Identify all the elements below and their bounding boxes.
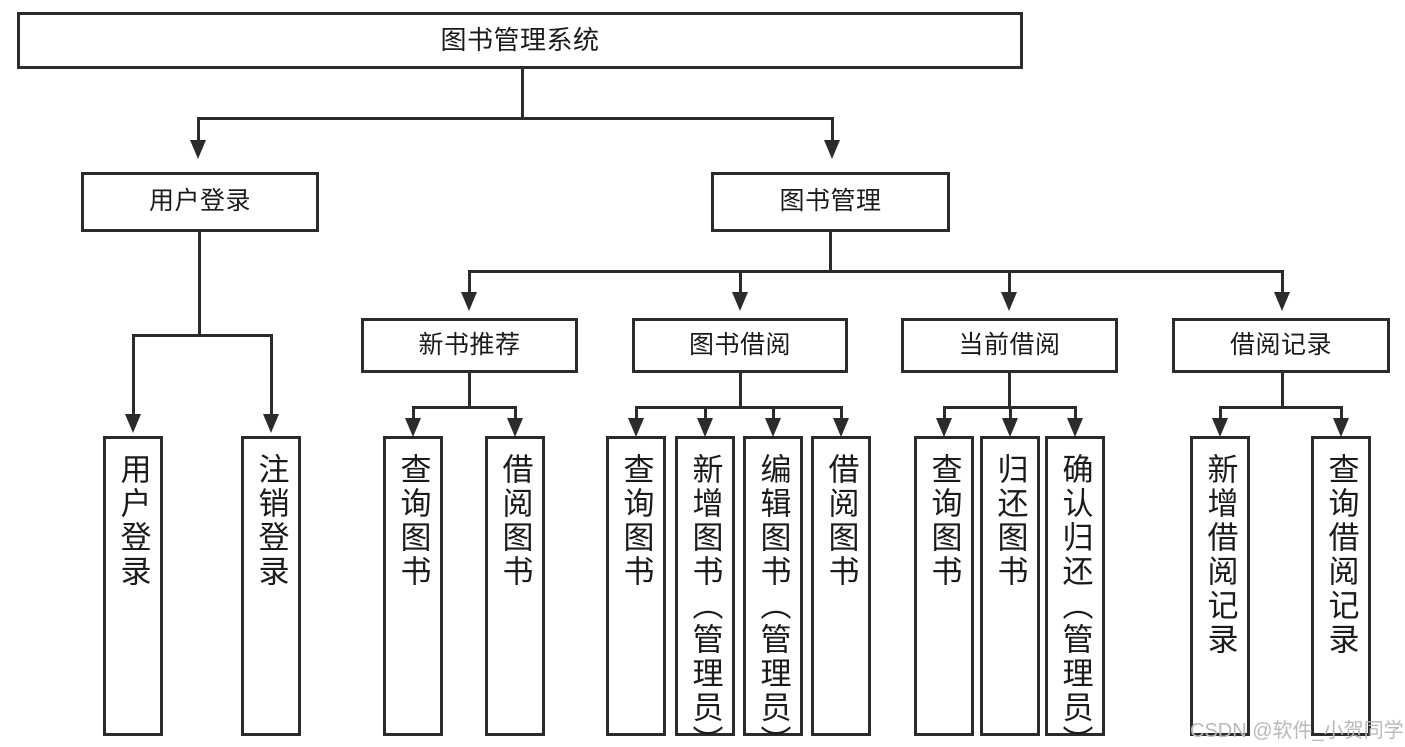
- connector-book-borrow-bar: [635, 406, 843, 409]
- leaf-query-borrow-record[interactable]: 查询借阅记录: [1311, 436, 1371, 736]
- node-label: 借阅记录: [1229, 330, 1332, 359]
- connector-level2-bar: [197, 117, 834, 120]
- node-root-system[interactable]: 图书管理系统: [17, 12, 1023, 69]
- connector-borrow-record-drop-2: [1340, 406, 1343, 420]
- arrow-to-leaf-edit-book: [765, 418, 781, 437]
- connector-level2-right-drop: [831, 117, 834, 142]
- node-label: 当前借阅: [958, 330, 1061, 359]
- connector-level3-drop-1: [468, 270, 471, 294]
- connector-book-borrow-drop-3: [772, 406, 775, 420]
- node-new-book-recommend[interactable]: 新书推荐: [361, 318, 578, 373]
- connector-borrow-record-drop-1: [1219, 406, 1222, 420]
- leaf-borrow-book[interactable]: 借阅图书: [811, 436, 871, 736]
- connector-level3-drop-2: [739, 270, 742, 294]
- leaf-query-book-borrow[interactable]: 查询图书: [606, 436, 666, 736]
- arrow-to-leaf-query-record: [1333, 418, 1349, 437]
- arrow-to-leaf-user-login: [125, 414, 141, 433]
- node-book-management[interactable]: 图书管理: [711, 172, 950, 232]
- arrow-to-leaf-confirm-return: [1067, 418, 1083, 437]
- node-label: 借阅图书: [823, 453, 859, 589]
- node-label: 确认归还（管理员）: [1057, 453, 1093, 747]
- node-label: 注销登录: [253, 453, 289, 589]
- connector-current-borrow-drop: [1008, 373, 1011, 408]
- arrow-to-leaf-borrow-book-1: [507, 418, 523, 437]
- connector-level3-drop-4: [1281, 270, 1284, 294]
- connector-new-book-bar: [412, 406, 517, 409]
- node-user-login[interactable]: 用户登录: [81, 172, 319, 232]
- node-label: 借阅图书: [497, 453, 533, 589]
- leaf-logout[interactable]: 注销登录: [241, 436, 301, 736]
- leaf-borrow-book-recommend[interactable]: 借阅图书: [485, 436, 545, 736]
- node-label: 编辑图书（管理员）: [755, 453, 791, 747]
- node-current-borrow[interactable]: 当前借阅: [901, 318, 1118, 373]
- arrow-to-user-login: [190, 140, 206, 159]
- node-label: 用户登录: [115, 453, 151, 589]
- node-label: 新书推荐: [418, 330, 521, 359]
- connector-user-login-left-drop: [132, 334, 135, 416]
- arrow-to-current-borrow: [1001, 292, 1017, 311]
- connector-new-book-drop: [468, 373, 471, 408]
- arrow-to-new-book-recommend: [461, 292, 477, 311]
- node-label: 归还图书: [992, 453, 1028, 589]
- connector-book-borrow-drop-4: [840, 406, 843, 420]
- connector-new-book-drop-1: [412, 406, 415, 420]
- arrow-to-leaf-query-book-3: [936, 418, 952, 437]
- connector-borrow-record-bar: [1219, 406, 1343, 409]
- node-label: 用户登录: [148, 187, 251, 216]
- leaf-add-book-admin[interactable]: 新增图书（管理员）: [675, 436, 735, 747]
- node-label: 查询图书: [926, 453, 962, 589]
- leaf-user-login[interactable]: 用户登录: [103, 436, 163, 736]
- csdn-watermark: CSDN @软件_小贺同学: [1190, 720, 1404, 742]
- node-label: 图书管理系统: [440, 25, 600, 56]
- node-borrow-record[interactable]: 借阅记录: [1172, 318, 1390, 373]
- connector-current-borrow-drop-2: [1009, 406, 1012, 420]
- node-book-borrow[interactable]: 图书借阅: [632, 318, 848, 373]
- node-label: 查询图书: [395, 453, 431, 589]
- leaf-confirm-return-admin[interactable]: 确认归还（管理员）: [1045, 436, 1105, 747]
- arrow-to-leaf-add-book: [697, 418, 713, 437]
- connector-borrow-record-drop: [1281, 373, 1284, 408]
- connector-book-borrow-drop-1: [635, 406, 638, 420]
- connector-current-borrow-drop-1: [943, 406, 946, 420]
- arrow-to-leaf-logout: [263, 414, 279, 433]
- node-label: 图书管理: [779, 187, 882, 216]
- arrow-to-leaf-query-book-2: [628, 418, 644, 437]
- arrow-to-leaf-query-book-1: [405, 418, 421, 437]
- connector-book-borrow-drop-2: [704, 406, 707, 420]
- connector-root-drop: [521, 69, 524, 119]
- node-label: 新增图书（管理员）: [687, 453, 723, 747]
- leaf-query-book-recommend[interactable]: 查询图书: [383, 436, 443, 736]
- leaf-add-borrow-record[interactable]: 新增借阅记录: [1190, 436, 1250, 736]
- connector-level3-drop-3: [1008, 270, 1011, 294]
- leaf-return-book[interactable]: 归还图书: [980, 436, 1040, 736]
- arrow-to-book-borrow: [732, 292, 748, 311]
- arrow-to-leaf-borrow-book-2: [833, 418, 849, 437]
- connector-user-login-right-drop: [270, 334, 273, 416]
- connector-current-borrow-drop-3: [1074, 406, 1077, 420]
- node-label: 新增借阅记录: [1202, 453, 1238, 657]
- connector-user-login-drop: [198, 232, 201, 335]
- arrow-to-leaf-add-record: [1212, 418, 1228, 437]
- arrow-to-borrow-record: [1274, 292, 1290, 311]
- node-label: 图书借阅: [688, 330, 791, 359]
- connector-level3-bar: [468, 270, 1284, 273]
- node-label: 查询图书: [618, 453, 654, 589]
- leaf-query-book-current[interactable]: 查询图书: [914, 436, 974, 736]
- connector-user-login-bar: [132, 334, 273, 337]
- leaf-edit-book-admin[interactable]: 编辑图书（管理员）: [743, 436, 803, 747]
- connector-new-book-drop-2: [514, 406, 517, 420]
- arrow-to-leaf-return-book: [1002, 418, 1018, 437]
- connector-book-manage-drop: [829, 232, 832, 272]
- arrow-to-book-manage: [824, 140, 840, 159]
- node-label: 查询借阅记录: [1323, 453, 1359, 657]
- connector-level2-left-drop: [197, 117, 200, 142]
- connector-book-borrow-drop: [739, 373, 742, 408]
